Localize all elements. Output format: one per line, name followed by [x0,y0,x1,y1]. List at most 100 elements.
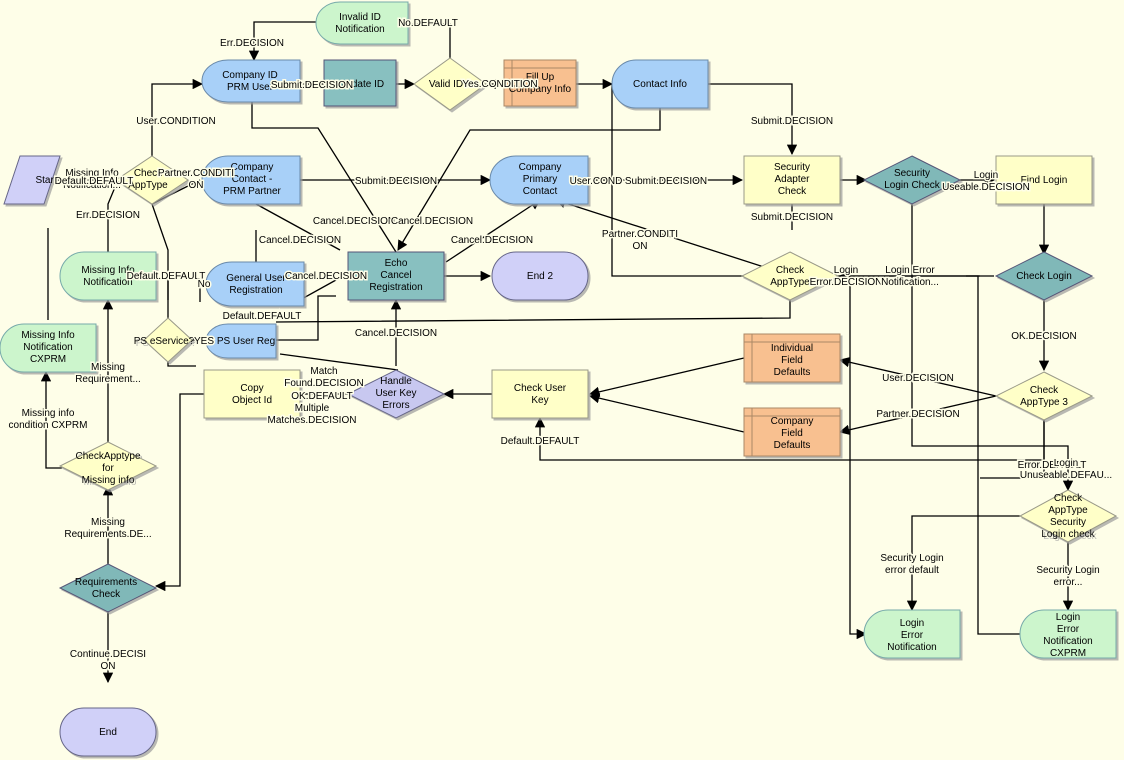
edge-labels: Err.DECISION No.DEFAULT Submit.DECISION … [7,17,1114,674]
edge-label: Security Login [880,553,943,564]
node-label: Field [781,355,803,366]
node-label: Check Login [1016,271,1072,282]
edge-label: Login Error [885,265,935,276]
contact-info[interactable]: Contact Info [611,59,709,109]
edge-label: No.DEFAULT [398,18,458,29]
edge-label: Error.DECISION [810,277,883,288]
edge-label: Partner.CONDITI [158,168,234,179]
edge-label: Unuseable.DEFAU... [1020,470,1112,481]
node-label: Missing Info [21,330,75,341]
edge-label: User.CONDITION [136,116,215,127]
node-label: Company Info [509,84,572,95]
edge-label: Continue.DECISI [70,649,146,660]
edge-label: Login [1054,458,1078,469]
edge-label: Submit.DECISION [751,116,833,127]
node-label: Errors [382,400,409,411]
start-node[interactable]: Start [3,155,61,205]
node-label: Error [901,630,924,641]
node-label: Copy [240,383,263,394]
node-label: Field [781,428,803,439]
node-label: Validate ID [336,79,384,90]
edge-label: Missing [91,362,125,373]
node-label: CheckApptype [75,451,140,462]
end-2-node[interactable]: End 2 [491,251,589,301]
node-label: Contact [523,186,558,197]
validate-id[interactable]: Validate ID [323,59,397,107]
edge-label: Login [834,265,858,276]
node-label: AppType 3 [1020,397,1068,408]
edge-label: No [198,279,211,290]
node-label: Cancel [380,270,411,281]
edge-label: Default.DEFAULT [501,436,580,447]
node-label: AppType [770,277,810,288]
node-label: End [99,727,117,738]
ps-user-reg[interactable]: PS User Reg [205,323,277,359]
edge-label: error... [1054,577,1083,588]
edge-label: OK.DEFAULT [291,391,353,402]
edge-label: Err.DECISION [220,38,284,49]
node-label: for [102,463,114,474]
node-label: Notification [83,277,132,288]
node-label: Requirements [75,577,137,588]
check-login[interactable]: Check Login [994,251,1094,301]
node-label: End 2 [527,271,554,282]
valid-id-decision[interactable]: Valid ID [413,57,487,111]
edge-label: Missing [91,517,125,528]
ps-eservice-decision[interactable]: PS eService? [134,317,195,363]
node-label: Notification [23,342,72,353]
node-label: Handle [380,376,412,387]
node-label: Notification [335,24,384,35]
node-label: Find Login [1021,175,1068,186]
node-label: Security [1050,517,1086,528]
node-label: Company ID [222,70,278,81]
end-node[interactable]: End [59,707,157,757]
edge-label: Cancel.DECISION [355,328,437,339]
edge-label: ON [101,661,116,672]
find-login[interactable]: Find Login [995,155,1093,205]
node-label: Invalid ID [339,12,381,23]
svg-text:Partner.CONDITION: Partner.CONDITION [158,168,234,191]
node-label: Primary [523,174,557,185]
node-label: Start [35,175,56,186]
node-label: PRM Partner [223,186,281,197]
edge-label: User.DECISION [882,373,954,384]
edge-label: Error.DEFAULT [1018,460,1087,471]
edge-label: User.COND [570,176,623,187]
node-label: Adapter [774,174,810,185]
